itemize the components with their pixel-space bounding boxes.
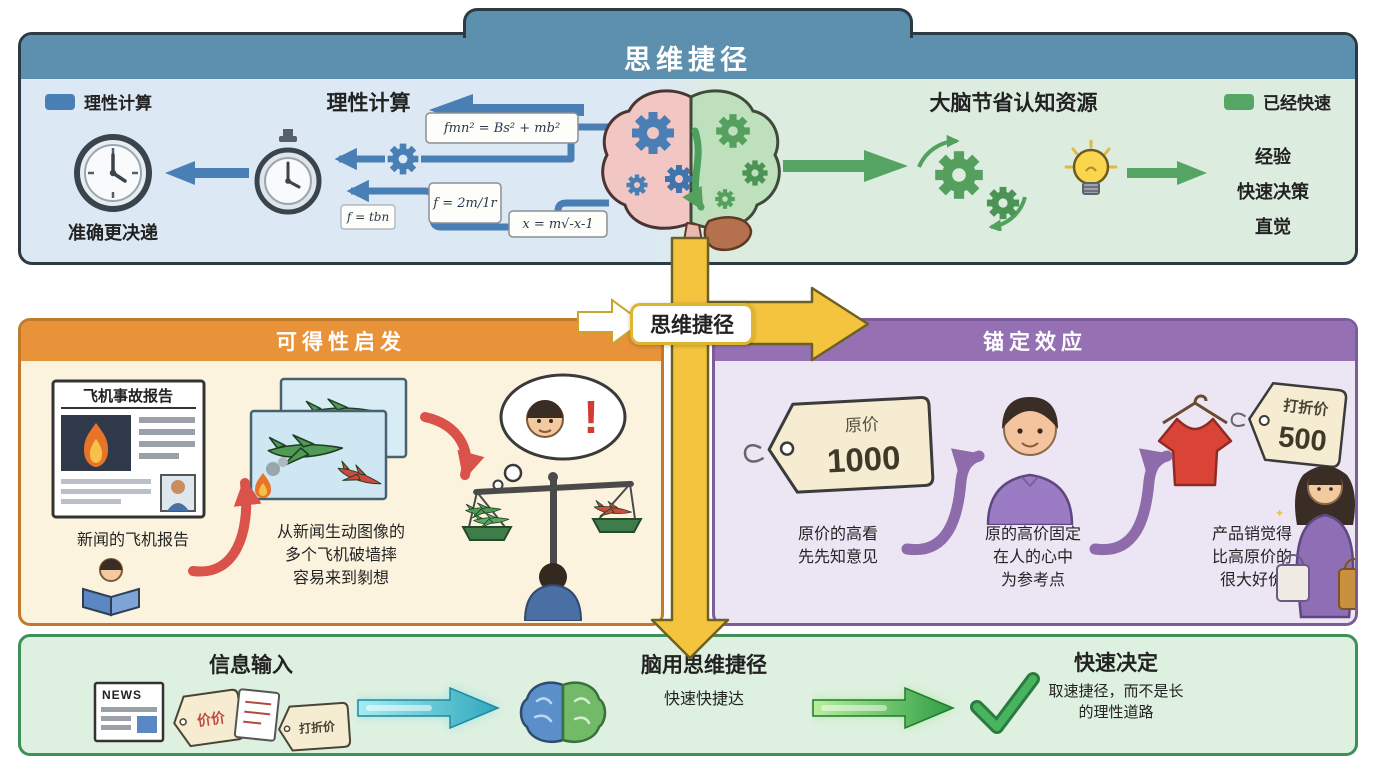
newspaper-headline: 飞机事故报告 xyxy=(83,387,173,405)
svg-text:✦: ✦ xyxy=(1275,508,1284,520)
formula-4: f = tbn xyxy=(346,210,389,224)
caption-line: 多个飞机破墙摔 xyxy=(284,547,397,565)
discount-price-value: 500 xyxy=(1277,421,1328,458)
top-panel-tab xyxy=(463,8,913,38)
caption-line: 容易来到剶想 xyxy=(292,570,389,588)
intuitive-item-1: 经验 xyxy=(1255,147,1291,167)
anchoring-person xyxy=(986,397,1074,525)
availability-body: 飞机事故报告 新闻的飞机报告 xyxy=(21,361,661,623)
formula-1: fmn² = Bs² + mb² xyxy=(443,121,560,136)
price-tags-icons: 价价 打折价 xyxy=(173,688,351,752)
arrow-input-to-brain xyxy=(357,686,500,730)
reading-person-icon xyxy=(82,558,140,617)
availability-caption-1: 新闻的飞机报告 xyxy=(76,532,189,549)
legend-rational: 理性计算 xyxy=(45,89,152,114)
caption-line: 比高原价的 xyxy=(1211,549,1292,567)
exclamation-mark: ! xyxy=(583,391,598,443)
top-panel-header: 思维捷径 xyxy=(21,35,1355,79)
availability-arrows xyxy=(188,412,485,577)
top-panel: 思维捷径 理性计算 已经快速 理性计算 xyxy=(18,8,1358,265)
connector-label: 思维捷径 xyxy=(630,303,754,345)
legend-rational-swatch xyxy=(45,93,75,110)
news-icon: NEWS xyxy=(93,681,165,743)
step3-caption: 取速捷径，而不是长 的理性道路 xyxy=(1021,681,1211,723)
caption-line: 从新闻生动图像的 xyxy=(276,524,405,541)
lightbulb-icon xyxy=(1064,139,1118,195)
step2-title: 脑用思维捷径 xyxy=(641,654,767,677)
rational-flowchart: fmn² = Bs² + mb² f = 2m/1r x = m√-x-1 f … xyxy=(334,112,609,238)
intuitive-item-3: 直觉 xyxy=(1255,217,1291,237)
small-brain-icon xyxy=(519,681,607,744)
top-panel-frame: 思维捷径 理性计算 已经快速 理性计算 xyxy=(18,32,1358,265)
newspaper-illustration: 飞机事故报告 xyxy=(51,379,206,519)
connector-label-text: 思维捷径 xyxy=(650,314,734,337)
legend-fast-swatch xyxy=(1224,93,1254,110)
bottom-panel: 信息输入 NEWS 价价 xyxy=(18,634,1358,756)
news-label: NEWS xyxy=(102,688,142,702)
legend-fast: 已经快速 xyxy=(1224,89,1331,114)
anchoring-header: 锚定效应 xyxy=(715,321,1355,361)
small-tag-label-1: 价价 xyxy=(196,709,227,729)
caption-line: 为参考点 xyxy=(1000,572,1065,590)
caption-line: 取速捷径，而不是长 xyxy=(1048,683,1184,700)
discount-price-label: 打折价 xyxy=(1282,396,1330,419)
caption-line: 很大好价 xyxy=(1219,572,1284,590)
intuitive-heading: 大脑节省认知资源 xyxy=(929,92,1098,115)
arrow-to-clock xyxy=(165,161,249,185)
stopwatch-icon xyxy=(254,129,322,215)
checkmark-icon xyxy=(970,672,1040,734)
step1-title: 信息输入 xyxy=(209,654,293,677)
balance-scale-illustration xyxy=(461,472,643,621)
plane-crash-images xyxy=(249,377,408,501)
formula-3: x = m√-x-1 xyxy=(522,217,593,232)
tshirt-icon xyxy=(1157,394,1233,487)
legend-rational-label: 理性计算 xyxy=(84,94,152,113)
brain-illustration xyxy=(601,89,781,252)
step3-title: 快速决定 xyxy=(1074,652,1158,675)
small-tag-label-2: 打折价 xyxy=(299,718,337,736)
top-panel-body: 理性计算 已经快速 理性计算 xyxy=(21,79,1355,262)
caption-line: 的理性道路 xyxy=(1078,704,1154,721)
caption-line: 原的高价固定 xyxy=(984,526,1081,543)
page-title: 思维捷径 xyxy=(624,44,752,75)
arrow-brain-to-decision xyxy=(812,686,955,730)
availability-header: 可得性启发 xyxy=(21,321,661,361)
arrow-brain-to-gears xyxy=(783,150,908,182)
availability-panel: 可得性启发 飞机事故报告 xyxy=(18,318,664,626)
thought-bubble: ! xyxy=(492,373,627,491)
caption-line: 产品销觉得 xyxy=(1211,526,1292,543)
intuitive-item-2: 快速决策 xyxy=(1237,182,1309,202)
step2-caption: 快速快捷达 xyxy=(663,691,744,708)
anchoring-arrows xyxy=(901,448,1173,556)
discount-price-tag: 打折价 500 xyxy=(1223,375,1353,473)
clock-icon xyxy=(74,134,152,212)
availability-title: 可得性启发 xyxy=(276,331,406,354)
anchoring-body: 原价 1000 原价的高看 先先知意见 原的高价固定 在人的心中 为参考点 xyxy=(715,361,1355,623)
caption-line: 在人的心中 xyxy=(992,549,1073,567)
formula-2: f = 2m/1r xyxy=(432,196,497,211)
rational-caption: 准确更决递 xyxy=(68,223,158,243)
rational-heading: 理性计算 xyxy=(326,92,411,115)
anchoring-caption-2: 原的高价固定 在人的心中 为参考点 xyxy=(943,523,1123,593)
anchoring-caption-3: 产品销觉得 比高原价的 很大好价 xyxy=(1167,523,1337,593)
anchoring-title: 锚定效应 xyxy=(983,331,1087,354)
availability-caption-2: 从新闻生动图像的 多个飞机破墙摔 容易来到剶想 xyxy=(246,521,436,591)
anchoring-panel: 锚定效应 原价 1000 原价的高看 先先知意见 xyxy=(712,318,1358,626)
arrow-bulb-to-list xyxy=(1127,161,1207,185)
legend-fast-label: 已经快速 xyxy=(1263,94,1331,113)
shopper-illustration: ✦ ✦ xyxy=(1275,466,1355,619)
green-gears-icon xyxy=(917,135,1027,231)
